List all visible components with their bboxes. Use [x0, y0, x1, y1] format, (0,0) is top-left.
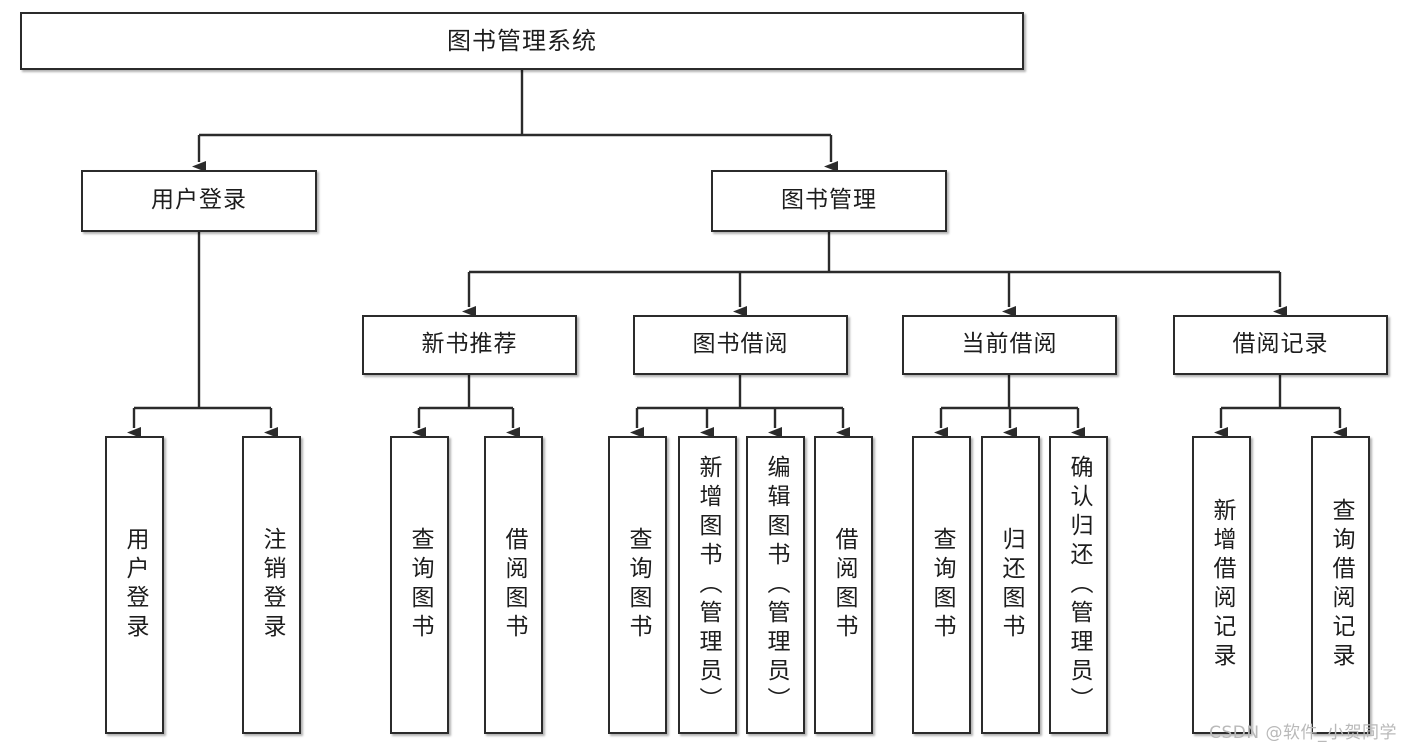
node-leaf-query-book-1-label: 查询图书 — [407, 527, 433, 643]
node-book-borrow-label: 图书借阅 — [692, 331, 789, 358]
node-leaf-query-borrow-record-label: 查询借阅记录 — [1328, 498, 1354, 672]
node-leaf-user-login[interactable]: 用户登录 — [105, 436, 164, 734]
node-leaf-query-book-2-label: 查询图书 — [625, 527, 651, 643]
node-leaf-borrow-book-1[interactable]: 借阅图书 — [484, 436, 543, 734]
node-leaf-add-book[interactable]: 新增图书（管理员） — [678, 436, 737, 734]
node-leaf-add-book-label: 新增图书（管理员） — [695, 454, 721, 716]
node-new-book-recommend-label: 新书推荐 — [421, 331, 518, 358]
node-book-manage-label: 图书管理 — [781, 187, 877, 214]
node-leaf-query-book-2[interactable]: 查询图书 — [608, 436, 667, 734]
node-leaf-return-book-label: 归还图书 — [998, 527, 1024, 643]
node-leaf-edit-book[interactable]: 编辑图书（管理员） — [746, 436, 805, 734]
node-leaf-user-logout-label: 注销登录 — [259, 527, 285, 643]
node-leaf-return-book[interactable]: 归还图书 — [981, 436, 1040, 734]
node-leaf-query-book-3-label: 查询图书 — [929, 527, 955, 643]
node-user-login[interactable]: 用户登录 — [81, 170, 317, 232]
node-root-label: 图书管理系统 — [447, 26, 597, 55]
node-leaf-confirm-return[interactable]: 确认归还（管理员） — [1049, 436, 1108, 734]
node-book-manage[interactable]: 图书管理 — [711, 170, 947, 232]
node-root-book-management-system[interactable]: 图书管理系统 — [20, 12, 1024, 70]
node-leaf-user-login-label: 用户登录 — [122, 527, 148, 643]
node-leaf-user-logout[interactable]: 注销登录 — [242, 436, 301, 734]
node-book-borrow[interactable]: 图书借阅 — [633, 315, 848, 375]
node-leaf-query-book-3[interactable]: 查询图书 — [912, 436, 971, 734]
node-current-borrow[interactable]: 当前借阅 — [902, 315, 1117, 375]
node-leaf-query-book-1[interactable]: 查询图书 — [390, 436, 449, 734]
node-leaf-borrow-book-2-label: 借阅图书 — [831, 527, 857, 643]
node-current-borrow-label: 当前借阅 — [961, 331, 1058, 358]
node-new-book-recommend[interactable]: 新书推荐 — [362, 315, 577, 375]
node-borrow-record-label: 借阅记录 — [1232, 331, 1329, 358]
node-user-login-label: 用户登录 — [151, 187, 247, 214]
node-leaf-borrow-book-1-label: 借阅图书 — [501, 527, 527, 643]
node-leaf-add-borrow-record-label: 新增借阅记录 — [1209, 498, 1235, 672]
node-leaf-edit-book-label: 编辑图书（管理员） — [763, 454, 789, 716]
node-borrow-record[interactable]: 借阅记录 — [1173, 315, 1388, 375]
node-leaf-add-borrow-record[interactable]: 新增借阅记录 — [1192, 436, 1251, 734]
node-leaf-borrow-book-2[interactable]: 借阅图书 — [814, 436, 873, 734]
node-leaf-query-borrow-record[interactable]: 查询借阅记录 — [1311, 436, 1370, 734]
node-leaf-confirm-return-label: 确认归还（管理员） — [1066, 454, 1092, 716]
